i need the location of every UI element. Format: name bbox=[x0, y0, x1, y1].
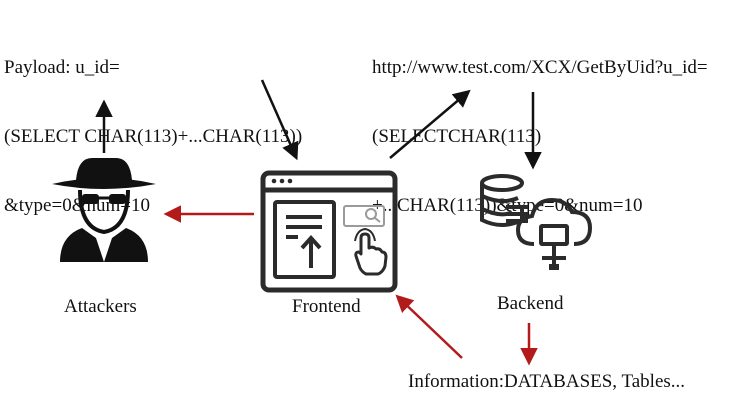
attacker-icon bbox=[52, 158, 156, 262]
information-label: Information:DATABASES, Tables... bbox=[408, 371, 686, 392]
backend-label: Backend bbox=[497, 293, 564, 314]
request-url-line-1: http://www.test.com/XCX/GetByUid?u_id= bbox=[372, 57, 708, 78]
arrow-information-to-frontend bbox=[395, 294, 463, 359]
attackers-label: Attackers bbox=[64, 296, 137, 317]
database-icon bbox=[480, 174, 528, 227]
payload-text: Payload: u_id= (SELECT CHAR(113)+...CHAR… bbox=[4, 10, 302, 240]
arrow-frontend-to-request bbox=[389, 89, 471, 159]
arrow-payload-to-frontend bbox=[260, 79, 299, 161]
browser-window-icon bbox=[260, 170, 398, 293]
payload-line-1: Payload: u_id= bbox=[4, 57, 120, 78]
frontend-label: Frontend bbox=[292, 296, 361, 317]
payload-line-2: (SELECT CHAR(113)+...CHAR(113)) bbox=[4, 126, 303, 147]
cloud-network-icon bbox=[515, 197, 593, 270]
request-url-line-2: (SELECTCHAR(113) bbox=[372, 126, 542, 147]
